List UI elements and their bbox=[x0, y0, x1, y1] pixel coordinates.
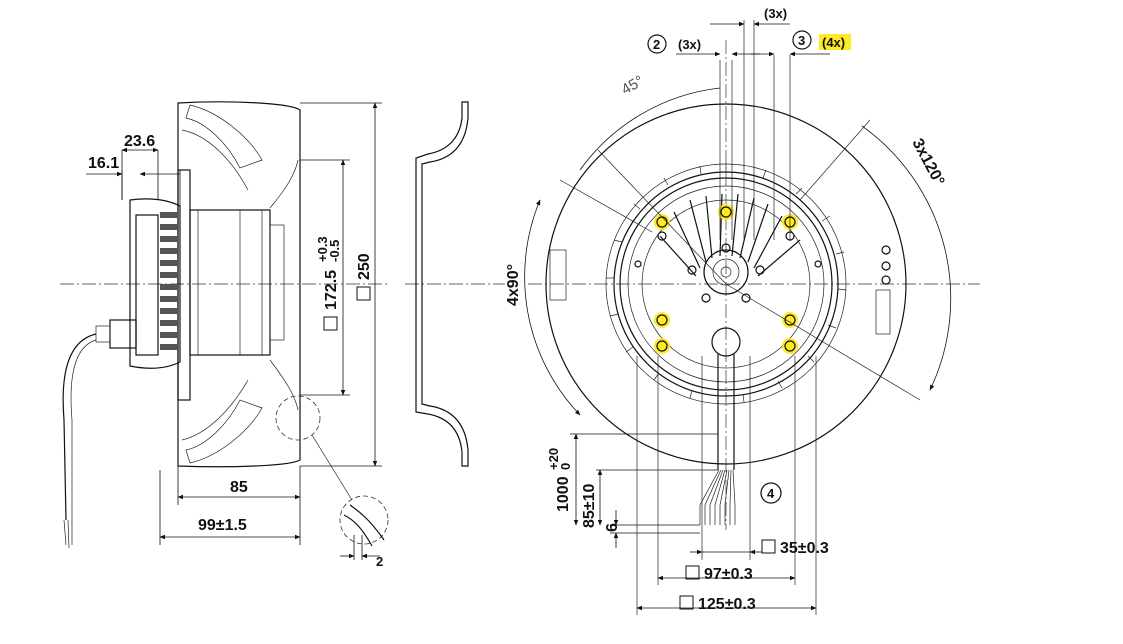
side-view: 2 23.6 16.1 172.5 +0.3 -0.5 250 bbox=[60, 101, 390, 569]
housing-core bbox=[135, 214, 159, 356]
label-plate-right bbox=[875, 289, 891, 335]
dim-85-10: 85±10 bbox=[581, 484, 598, 528]
label-plate-left bbox=[549, 249, 567, 301]
square-icon bbox=[356, 286, 371, 301]
cable-gland bbox=[109, 319, 137, 349]
dim-16-1: 16.1 bbox=[88, 155, 119, 172]
disc-hole-3 bbox=[881, 275, 891, 285]
line-45 bbox=[597, 149, 727, 285]
callout-2-num: 2 bbox=[653, 37, 660, 52]
circle-callout-icon bbox=[792, 30, 812, 50]
cable-wires bbox=[699, 469, 736, 525]
callout-3-num: 3 bbox=[798, 33, 805, 48]
motor-body bbox=[189, 209, 271, 356]
dim-6-group: 6 bbox=[604, 523, 621, 532]
square-icon bbox=[323, 316, 338, 331]
square-icon bbox=[761, 539, 776, 554]
callout-3-count: (4x) bbox=[822, 35, 845, 50]
angle-45-group: 45° bbox=[619, 72, 647, 98]
arc-3x120 bbox=[861, 125, 952, 391]
cooling-ribs bbox=[659, 193, 801, 277]
dim-250-group: 250 bbox=[356, 253, 373, 301]
dim-172-5: 172.5 bbox=[323, 270, 340, 310]
callout-3-highlight bbox=[819, 34, 851, 50]
detail-circle bbox=[275, 395, 321, 441]
housing-fins bbox=[160, 212, 178, 350]
cable-length: 1000 bbox=[555, 476, 572, 512]
hub-outer bbox=[703, 249, 749, 295]
dim-85: 85 bbox=[230, 479, 248, 496]
motor-end bbox=[269, 224, 285, 341]
dim-172-5-group: 172.5 +0.3 -0.5 bbox=[315, 236, 342, 331]
dim-35-group: 35±0.3 bbox=[761, 539, 829, 557]
dim-172-5-tol-lower: -0.5 bbox=[327, 240, 342, 262]
blade-curve-3 bbox=[269, 359, 299, 411]
front-view: 3x120° 45° 4x90° (3x) 2 (3x) 3 bbox=[505, 6, 980, 615]
dim-97-group: 97±0.3 bbox=[685, 565, 753, 583]
dim-6: 6 bbox=[604, 523, 621, 532]
dim-97: 97±0.3 bbox=[704, 566, 753, 583]
cable bbox=[62, 333, 97, 521]
cable-length-tol-upper: +20 bbox=[546, 448, 561, 470]
impeller-blade-top bbox=[185, 104, 263, 169]
hub-inner bbox=[712, 258, 740, 286]
angle-4x90: 4x90° bbox=[505, 264, 522, 306]
angle-45: 45° bbox=[619, 72, 647, 98]
callout-top-count: (3x) bbox=[764, 6, 787, 21]
screw-holes bbox=[634, 243, 822, 303]
dim-35: 35±0.3 bbox=[780, 540, 829, 557]
angle-3x120: 3x120° bbox=[908, 136, 947, 189]
detail-dim-2: 2 bbox=[376, 554, 383, 569]
dim-250: 250 bbox=[356, 253, 373, 280]
blade-curve-2 bbox=[181, 379, 249, 441]
square-icon bbox=[685, 565, 700, 580]
dim-23-6: 23.6 bbox=[124, 133, 155, 150]
circle-callout-icon bbox=[647, 34, 667, 54]
dim-125: 125±0.3 bbox=[698, 596, 756, 613]
inlet-ring-profile bbox=[415, 101, 469, 467]
callout-2-count: (3x) bbox=[678, 37, 701, 52]
blade-curve-1 bbox=[181, 129, 249, 191]
disc-hole-1 bbox=[881, 245, 891, 255]
blade-curve-4 bbox=[269, 159, 299, 209]
dim-99: 99±1.5 bbox=[198, 517, 247, 534]
arc-45 bbox=[579, 87, 721, 171]
impeller-outline bbox=[177, 101, 301, 468]
dim-172-5-tol-upper: +0.3 bbox=[315, 236, 330, 262]
square-icon bbox=[679, 595, 694, 610]
rotor-rim-inner bbox=[627, 185, 825, 383]
callout-4-num: 4 bbox=[767, 486, 775, 501]
angle-4x90-group: 4x90° bbox=[505, 264, 522, 306]
disc-hole-2 bbox=[881, 261, 891, 271]
cable-length-tol-lower: 0 bbox=[558, 463, 573, 470]
angle-3x120-group: 3x120° bbox=[908, 136, 947, 189]
dim-125-group: 125±0.3 bbox=[679, 595, 756, 613]
dim-85-10-group: 85±10 bbox=[581, 484, 598, 528]
cable-length-group: 1000 +20 0 bbox=[546, 448, 573, 512]
detail-circle-zoom bbox=[339, 495, 389, 545]
cable-exit bbox=[711, 327, 741, 357]
circle-callout-icon bbox=[760, 482, 782, 504]
impeller-blade-bottom bbox=[185, 399, 263, 464]
electronics-housing bbox=[129, 198, 181, 369]
profile-section bbox=[405, 101, 505, 467]
